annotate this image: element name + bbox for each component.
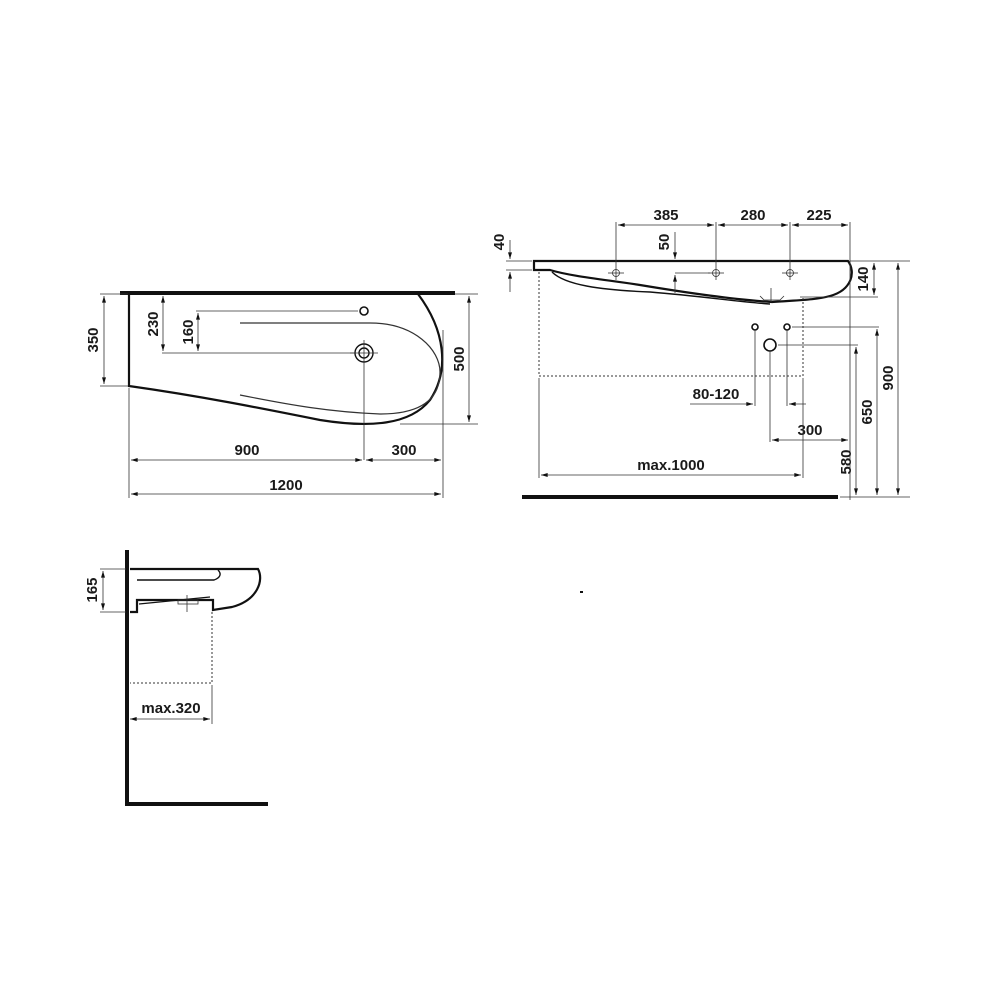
dim-650: 650 [859,399,876,424]
dim-900: 900 [234,442,259,459]
dim-225: 225 [806,207,831,224]
dim-280: 280 [740,207,765,224]
cabinet-side-outline [130,612,213,684]
dim-max-1000: max.1000 [637,457,705,474]
dim-300-top: 300 [391,442,416,459]
tap-hole-marker [782,266,798,280]
stray-mark [580,591,583,593]
dim-350: 350 [85,327,102,352]
supply-hot-icon [783,323,791,331]
dim-50: 50 [656,234,673,251]
inner-bowl [239,322,441,415]
basin-front-outline [532,259,853,304]
tap-hole-marker [708,266,724,280]
supply-cold-icon [751,323,759,331]
basin-side-outline [130,567,262,614]
tap-hole-icon [359,306,369,316]
dim-1200: 1200 [269,477,302,494]
dim-580: 580 [838,449,855,474]
top-view: 350 230 160 500 900 300 1200 [85,291,478,498]
dim-160: 160 [180,319,197,344]
cabinet-outline [538,272,804,377]
side-view: 165 max.320 [84,550,268,806]
dim-385: 385 [653,207,678,224]
waste-pipe-icon [763,338,777,352]
dim-300-front: 300 [797,422,822,439]
tap-hole-marker [608,266,624,280]
dim-900-height: 900 [880,365,897,390]
front-view: 40 50 385 280 225 140 80-120 300 [491,207,910,500]
dim-230: 230 [145,311,162,336]
dim-165: 165 [84,577,101,602]
dim-40: 40 [491,234,508,251]
dim-80-120: 80-120 [693,386,740,403]
dim-max-320: max.320 [141,700,200,717]
basin-outline [127,293,444,426]
dim-500: 500 [451,346,468,371]
dim-140: 140 [855,266,872,291]
